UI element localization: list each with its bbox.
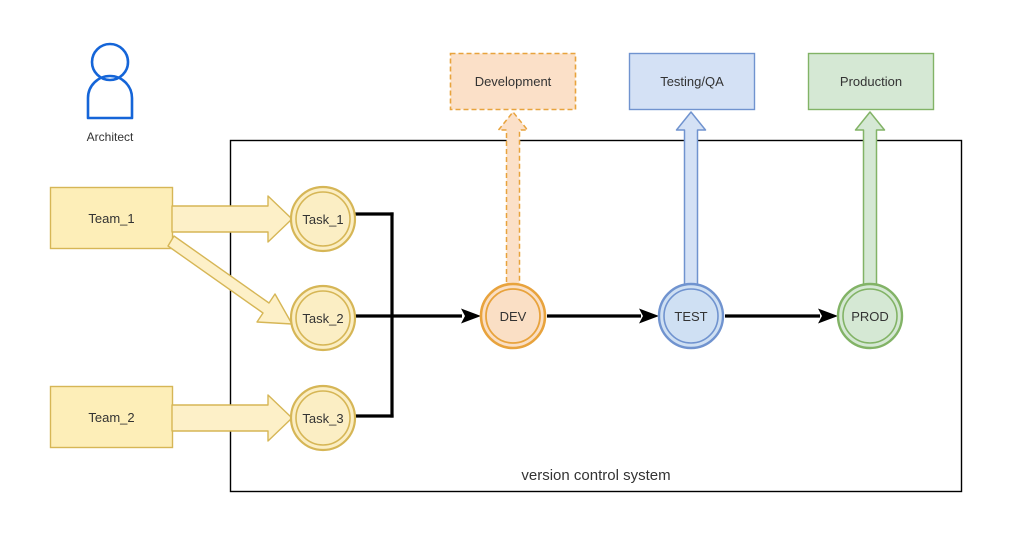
- connector-dev-to-test: [547, 308, 659, 324]
- arrow-test-to-testing-qa: [675, 111, 707, 291]
- task-node-task-2[interactable]: [289, 284, 357, 352]
- task-node-task-1[interactable]: [289, 185, 357, 253]
- connector-test-to-prod: [725, 308, 838, 324]
- task-node-task-3[interactable]: [289, 384, 357, 452]
- stage-node-dev[interactable]: [479, 282, 547, 350]
- stage-node-test[interactable]: [657, 282, 725, 350]
- connector-tasks-to-dev: [392, 308, 481, 324]
- arrow-dev-to-development: [497, 111, 529, 291]
- team-box-team-2[interactable]: [49, 385, 174, 449]
- team-box-team-1[interactable]: [49, 186, 174, 250]
- environment-box-production[interactable]: [807, 52, 935, 111]
- arrow-team1-to-task2: [167, 235, 293, 325]
- task-merge-connector: [354, 212, 394, 418]
- architect-actor-icon: [86, 42, 134, 120]
- stage-node-prod[interactable]: [836, 282, 904, 350]
- environment-box-development[interactable]: [449, 52, 577, 111]
- version-control-system-container: [229, 139, 963, 493]
- arrow-team1-to-task1: [171, 195, 293, 243]
- environment-box-testing-qa[interactable]: [628, 52, 756, 111]
- arrow-team2-to-task3: [171, 394, 293, 442]
- arrow-prod-to-production: [854, 111, 886, 291]
